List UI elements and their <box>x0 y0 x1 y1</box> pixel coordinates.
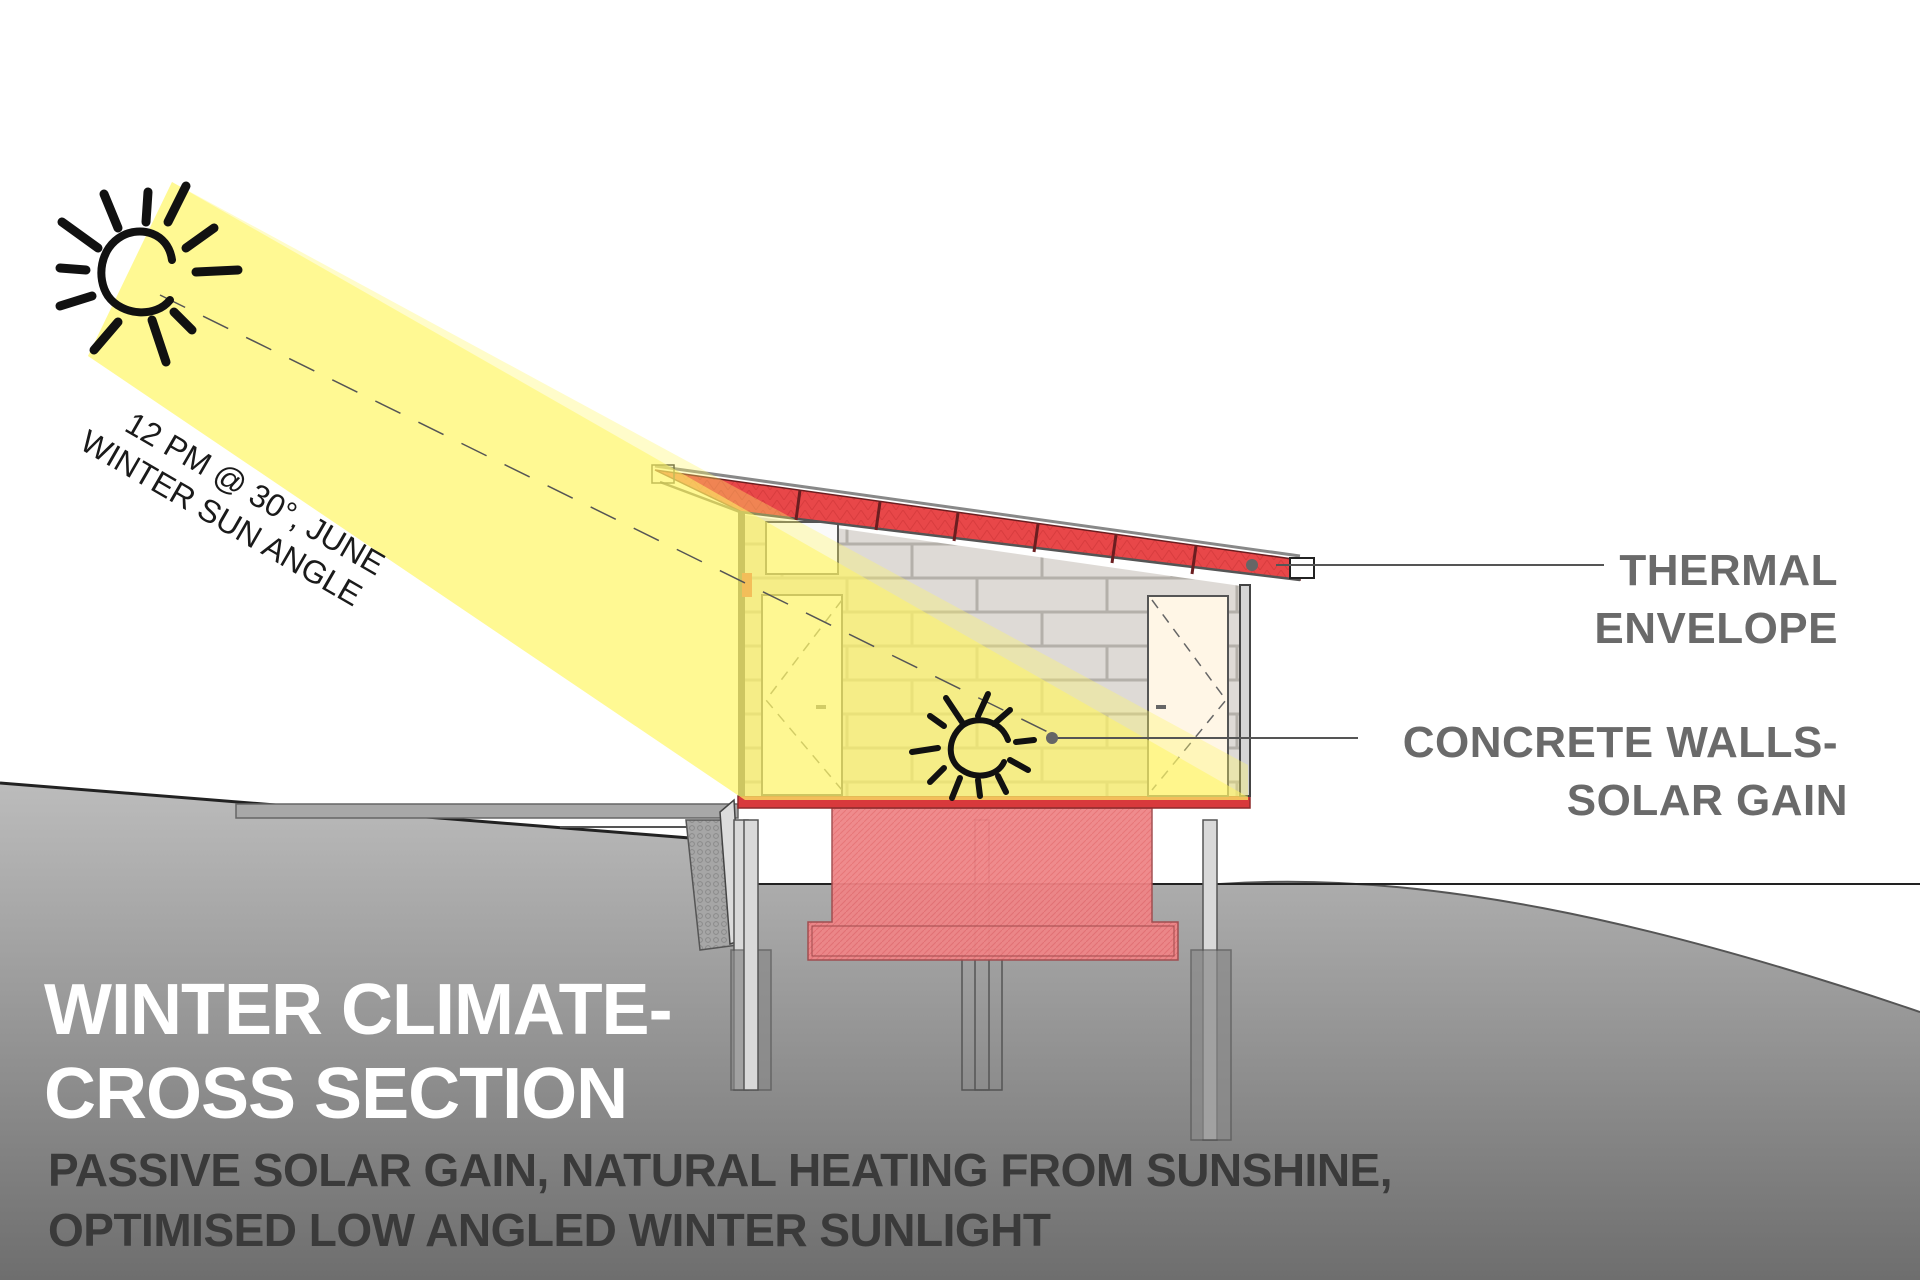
sun-sketch-icon <box>55 181 243 367</box>
diagram-subtitle: PASSIVE SOLAR GAIN, NATURAL HEATING FROM… <box>48 1140 1393 1260</box>
diagram-subtitle-line-2: OPTIMISED LOW ANGLED WINTER SUNLIGHT <box>48 1204 1051 1256</box>
callout-concrete-walls-line-2: SOLAR GAIN <box>1566 776 1848 825</box>
diagram-title: WINTER CLIMATE- CROSS SECTION <box>44 968 673 1136</box>
callout-concrete-walls-line-1: CONCRETE WALLS- <box>1402 718 1838 767</box>
sun-beam <box>88 182 1248 800</box>
callout-thermal-envelope-line-2: ENVELOPE <box>1594 604 1838 653</box>
diagram-title-line-1: WINTER CLIMATE- <box>44 970 673 1050</box>
foundation-piers <box>730 819 1232 1141</box>
callout-leaders <box>1046 559 1604 744</box>
callout-thermal-envelope-line-1: THERMAL <box>1619 546 1838 595</box>
diagram-subtitle-line-1: PASSIVE SOLAR GAIN, NATURAL HEATING FROM… <box>48 1144 1393 1196</box>
foundation-insulation <box>737 795 1251 961</box>
callout-concrete-walls: CONCRETE WALLS- SOLAR GAIN <box>1403 714 1848 830</box>
interior-sun-sketch-icon <box>909 691 1037 801</box>
callout-thermal-envelope: THERMAL ENVELOPE <box>1594 542 1838 658</box>
diagram-title-line-2: CROSS SECTION <box>44 1054 628 1134</box>
